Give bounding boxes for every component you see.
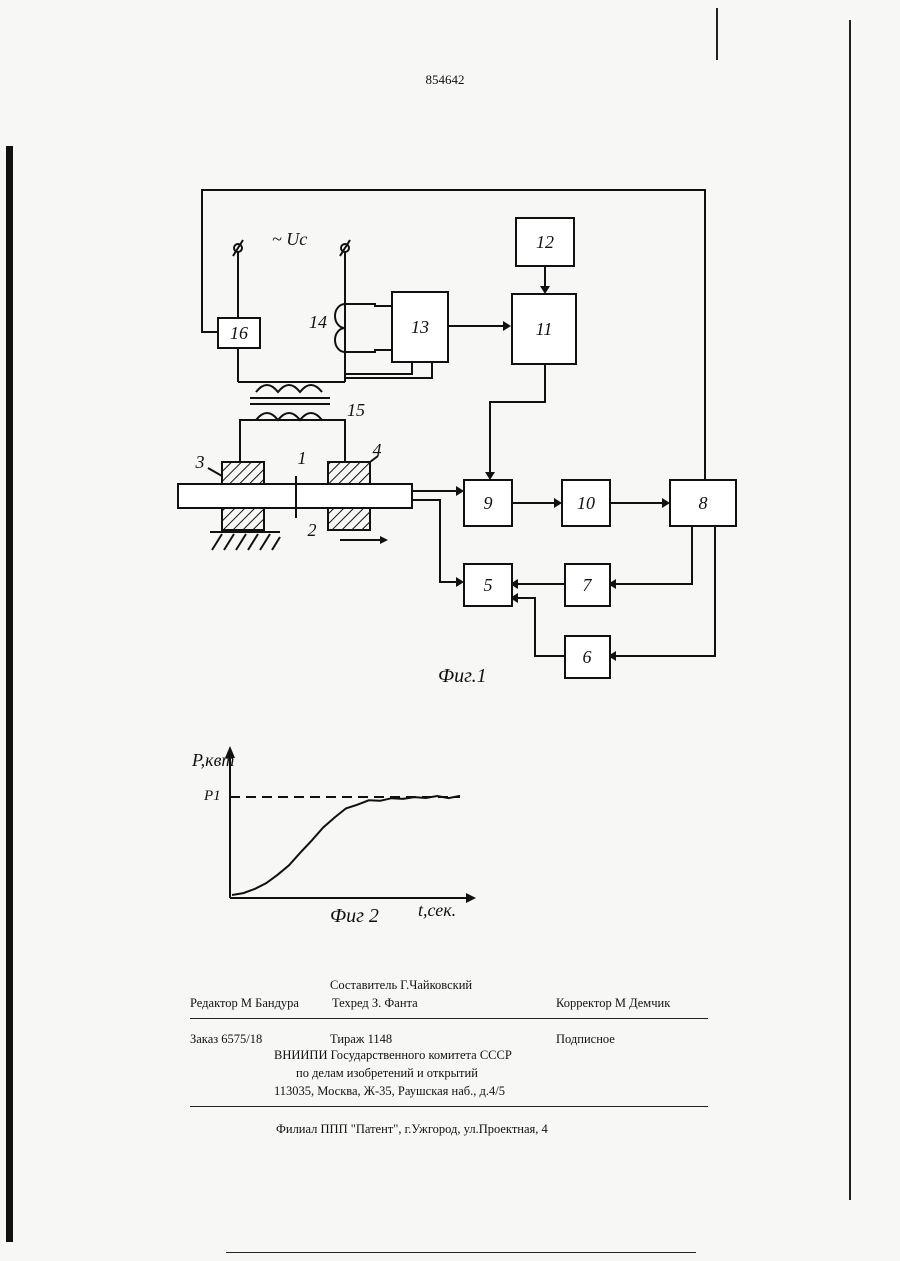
coil-14 [335, 304, 392, 352]
branch: Филиал ППП "Патент", г.Ужгород, ул.Проек… [276, 1122, 548, 1137]
block-6: 6 [565, 636, 610, 678]
figure-2-chart: P,квт P1 t,сек. Фиг 2 [180, 740, 500, 940]
svg-text:6: 6 [583, 647, 592, 667]
compiler: Составитель Г.Чайковский [330, 978, 472, 993]
block-11: 11 [512, 294, 576, 364]
figure-1-caption: Фиг.1 [438, 665, 487, 687]
block-8: 8 [670, 480, 736, 526]
corrector: Корректор М Демчик [556, 996, 670, 1011]
svg-text:7: 7 [583, 575, 593, 595]
svg-text:16: 16 [230, 323, 248, 343]
block-10: 10 [562, 480, 610, 526]
label-15: 15 [347, 400, 365, 420]
workpiece [178, 476, 412, 518]
svg-text:12: 12 [536, 232, 554, 252]
label-1: 1 [298, 448, 307, 468]
level-label: P1 [203, 788, 221, 804]
bottom-edge-rule [226, 1252, 696, 1253]
figure-2-caption: Фиг 2 [330, 905, 379, 927]
org-line-2: по делам изобретений и открытий [296, 1066, 478, 1081]
block-5: 5 [464, 564, 512, 606]
y-axis-label: P,квт [191, 750, 234, 770]
transformer-15 [250, 385, 330, 420]
block-13: 13 [392, 292, 448, 362]
techred: Техред З. Фанта [332, 996, 418, 1011]
wiring [202, 190, 715, 656]
ground-hatch [210, 532, 280, 550]
movement-arrow [340, 536, 388, 544]
svg-text:5: 5 [484, 575, 493, 595]
label-14: 14 [309, 312, 327, 332]
subscription: Подписное [556, 1032, 615, 1047]
rule-top [190, 1018, 708, 1019]
rule-bottom [190, 1106, 708, 1107]
svg-text:11: 11 [536, 319, 553, 339]
svg-text:10: 10 [577, 493, 595, 513]
svg-text:9: 9 [484, 493, 493, 513]
figure-1-diagram: ~ Uс [0, 0, 900, 720]
block-16: 16 [218, 318, 260, 348]
block-7: 7 [565, 564, 610, 606]
svg-text:8: 8 [699, 493, 708, 513]
x-axis-label: t,сек. [418, 900, 456, 920]
editor: Редактор М Бандура [190, 996, 299, 1011]
x-axis-arrow [466, 893, 476, 903]
label-3: 3 [195, 452, 205, 472]
svg-text:13: 13 [411, 317, 429, 337]
supply-voltage-label: ~ Uс [272, 229, 307, 249]
circulation: Тираж 1148 [330, 1032, 392, 1047]
power-curve [232, 796, 460, 895]
block-12: 12 [516, 218, 574, 266]
address: 113035, Москва, Ж-35, Раушская наб., д.4… [274, 1084, 505, 1099]
label-2: 2 [308, 520, 317, 540]
org-line-1: ВНИИПИ Государственного комитета СССР [274, 1048, 512, 1063]
order: Заказ 6575/18 [190, 1032, 262, 1047]
block-9: 9 [464, 480, 512, 526]
